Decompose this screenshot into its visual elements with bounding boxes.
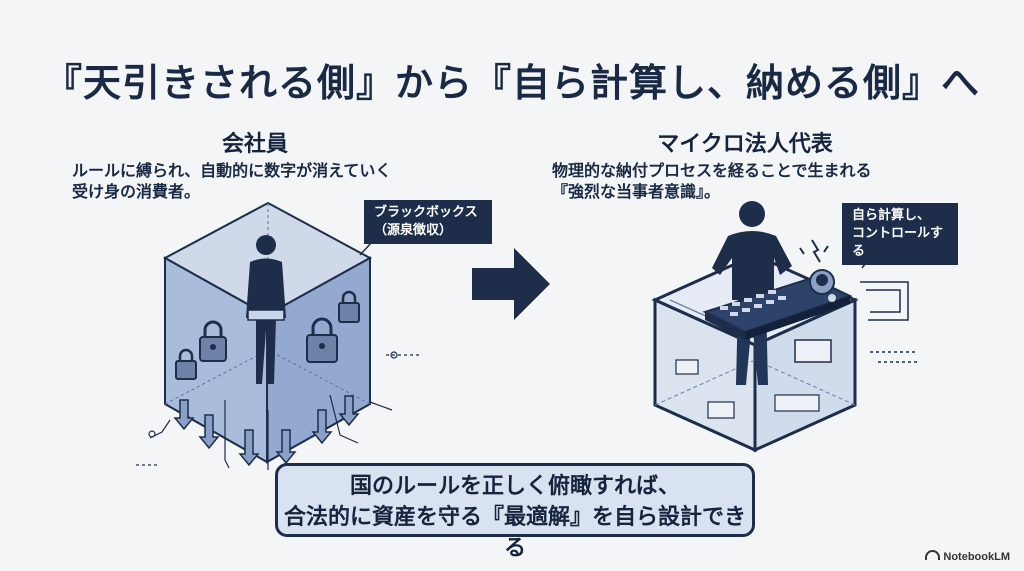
notebooklm-logo-icon [925,550,941,560]
right-heading: マイクロ法人代表 [657,132,833,157]
spark-icon [799,239,829,263]
right-desc-line1: 物理的な納付プロセスを経ることで生まれる [552,161,872,180]
brand-text: NotebookLM [943,551,1010,563]
left-heading: 会社員 [221,132,288,157]
callout-line1: 自ら計算し、 [852,208,931,223]
transition-arrow-icon [472,248,550,320]
black-box-callout: ブラックボックス （源泉徴収） [364,200,492,244]
lock-icon [306,317,338,363]
conclusion-line2: 合法的に資産を守る『最適解』を自ら設計できる [283,505,746,561]
flow-lines [136,351,420,470]
down-arrow-icons [173,395,360,467]
conclusion-line1: 国のルールを正しく俯瞰すれば、 [349,474,680,499]
callout-line1: ブラックボックス [374,205,478,220]
callout-line2: （源泉徴収） [374,223,453,238]
brand-label: NotebookLM [925,550,1010,563]
callout-pointer [359,241,373,256]
lock-icon [175,348,197,380]
right-desc-line2: 『強烈な当事者意識』。 [552,182,721,201]
left-desc-line1: ルールに縛られ、自動的に数字が消えていく [72,161,392,180]
employee-figure [246,235,286,384]
right-description: 物理的な納付プロセスを経ることで生まれる 『強烈な当事者意識』。 [552,160,912,202]
slide-title: 『天引きされる側』から『自ら計算し、納める側』へ [43,61,980,105]
control-callout: 自ら計算し、 コントロールする [842,203,958,265]
lock-icon [338,290,360,323]
control-console [702,269,853,340]
representative-figure [712,201,792,385]
lock-icon [199,320,227,362]
callout-line2: コントロールする [852,226,944,259]
left-description: ルールに縛られ、自動的に数字が消えていく 受け身の消費者。 [72,160,432,202]
right-flow-lines [860,249,918,363]
conclusion-box: 国のルールを正しく俯瞰すれば、 合法的に資産を守る『最適解』を自ら設計できる [275,463,755,561]
left-desc-line2: 受け身の消費者。 [72,182,201,201]
